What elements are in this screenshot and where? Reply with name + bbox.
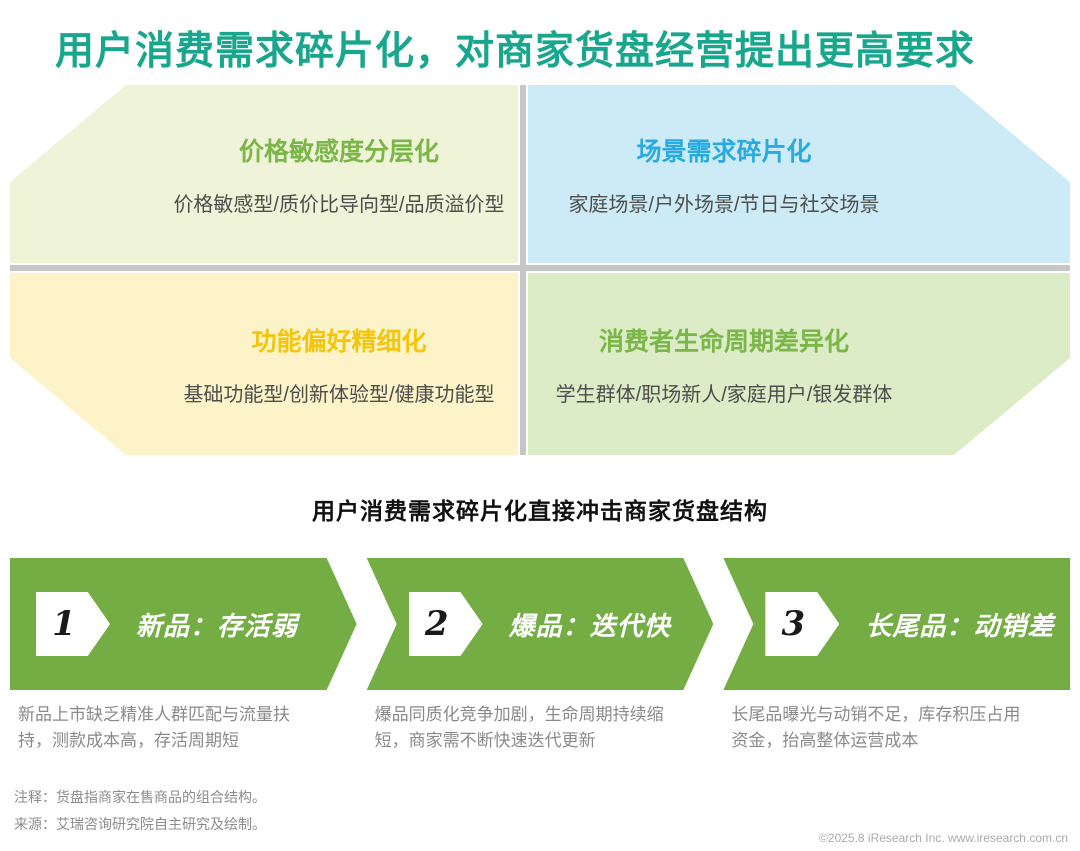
impact-step-descriptions: 新品上市缺乏精准人群匹配与流量扶持，测款成本高，存活周期短 爆品同质化竞争加剧，… (10, 702, 1070, 755)
quadrant-title: 功能偏好精细化 (251, 327, 427, 356)
quadrant-title: 消费者生命周期差异化 (598, 327, 849, 356)
step-number-badge: 1 (36, 592, 110, 656)
step-new-product: 1 新品：存活弱 (10, 558, 357, 690)
footer-source: 来源：艾瑞咨询研究院自主研究及绘制。 (14, 816, 266, 833)
step-desc-hot-product: 爆品同质化竞争加剧，生命周期持续缩短，商家需不断快速迭代更新 (374, 705, 664, 751)
demand-quadrant-diagram: 价格敏感度分层化 价格敏感型/质价比导向型/品质溢价型 场景需求碎片化 家庭场景… (10, 85, 1070, 455)
quadrant-scene-demand: 场景需求碎片化 家庭场景/户外场景/节日与社交场景 (528, 85, 1070, 263)
quadrant-title: 场景需求碎片化 (636, 137, 812, 166)
quadrant-lifecycle: 消费者生命周期差异化 学生群体/职场新人/家庭用户/银发群体 (528, 273, 1070, 455)
impact-heading: 用户消费需求碎片化直接冲击商家货盘结构 (312, 498, 768, 524)
step-label: 新品：存活弱 (136, 610, 299, 641)
footer-notes: 注释：货盘指商家在售商品的组合结构。 来源：艾瑞咨询研究院自主研究及绘制。 (14, 784, 266, 839)
quadrant-function-preference: 功能偏好精细化 基础功能型/创新体验型/健康功能型 (10, 273, 518, 455)
step-number-badge: 2 (409, 592, 483, 656)
quadrant-divider-horizontal (10, 265, 1070, 271)
step-number: 1 (52, 604, 76, 644)
quadrant-price-sensitivity: 价格敏感度分层化 价格敏感型/质价比导向型/品质溢价型 (10, 85, 518, 263)
quadrant-divider-vertical (520, 85, 526, 455)
quadrant-desc: 价格敏感型/质价比导向型/品质溢价型 (173, 193, 505, 216)
footer-copyright: ©2025.8 iResearch Inc. www.iresearch.com… (819, 831, 1068, 845)
quadrant-desc: 家庭场景/户外场景/节日与社交场景 (568, 193, 880, 216)
step-number: 2 (424, 604, 449, 644)
step-hot-product: 2 爆品：迭代快 (367, 558, 714, 690)
step-label: 爆品：迭代快 (508, 610, 671, 641)
impact-steps-banner: 1 新品：存活弱 2 爆品：迭代快 3 长尾品：动销差 (10, 558, 1071, 690)
footer-note: 注释：货盘指商家在售商品的组合结构。 (14, 789, 266, 805)
step-desc-longtail-product: 长尾品曝光与动销不足，库存积压占用资金，抬高整体运营成本 (731, 705, 1021, 751)
step-label: 长尾品：动销差 (865, 610, 1055, 641)
quadrant-desc: 学生群体/职场新人/家庭用户/银发群体 (555, 383, 893, 406)
step-desc-new-product: 新品上市缺乏精准人群匹配与流量扶持，测款成本高，存活周期短 (18, 705, 290, 751)
page-title: 用户消费需求碎片化，对商家货盘经营提出更高要求 (55, 30, 976, 73)
step-number: 3 (781, 604, 806, 644)
step-number-badge: 3 (765, 592, 840, 656)
quadrant-desc: 基础功能型/创新体验型/健康功能型 (183, 383, 495, 406)
step-longtail-product: 3 长尾品：动销差 (723, 558, 1071, 690)
quadrant-title: 价格敏感度分层化 (238, 137, 439, 166)
